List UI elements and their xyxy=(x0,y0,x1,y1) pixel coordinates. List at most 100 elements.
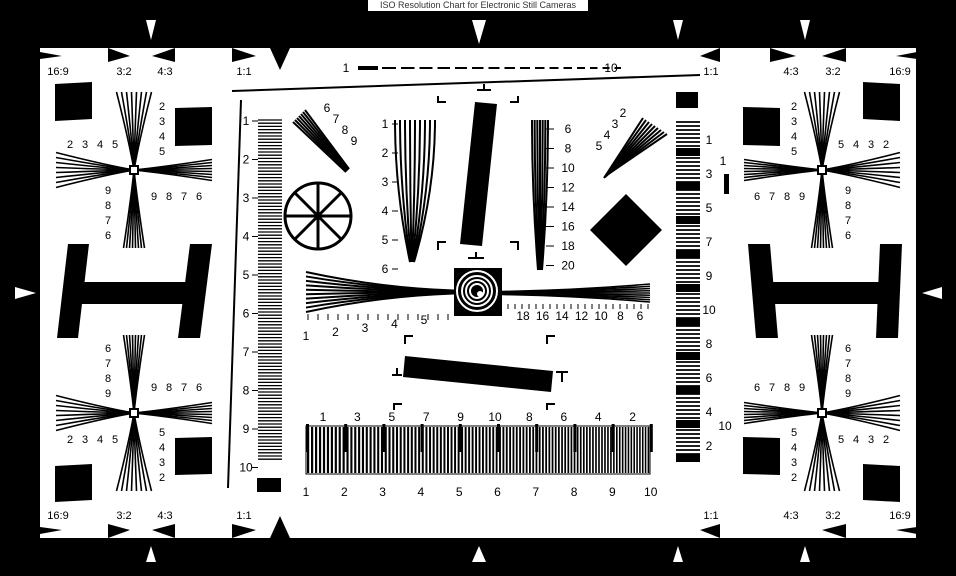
slanted-edge-top xyxy=(231,74,701,92)
target-center xyxy=(817,165,827,175)
vertical-fan-right xyxy=(531,119,549,271)
fan-number: 10 xyxy=(561,161,575,175)
ladder-block xyxy=(676,148,700,156)
block-marker xyxy=(497,424,500,452)
block-bar xyxy=(630,427,633,473)
target-number: 9 xyxy=(105,388,111,400)
target-number: 2 xyxy=(159,472,165,484)
block-bar xyxy=(384,427,387,473)
block-bar xyxy=(439,427,442,473)
target-number: 3 xyxy=(868,434,874,446)
zone-ring xyxy=(461,275,493,307)
target-number: 5 xyxy=(791,427,797,439)
block-bar xyxy=(380,427,384,473)
frame-right xyxy=(916,0,956,576)
scale-dash xyxy=(488,67,500,69)
block-bar xyxy=(461,427,464,473)
block-marker xyxy=(573,424,577,452)
scale-dash xyxy=(455,67,467,69)
block-bar xyxy=(621,427,624,473)
block-bar xyxy=(392,427,395,473)
ladder-number: 5 xyxy=(706,201,713,215)
fan-line xyxy=(300,113,349,171)
ratio-label: 3:2 xyxy=(116,510,131,522)
target-number: 3 xyxy=(159,457,165,469)
target-number: 3 xyxy=(791,457,797,469)
target-number: 3 xyxy=(82,139,88,151)
block-number: 9 xyxy=(457,410,464,424)
block-bar xyxy=(604,427,606,473)
block-bar xyxy=(647,427,650,473)
block-bar xyxy=(354,427,357,473)
top-scale-start: 1 xyxy=(343,61,350,75)
block-bar xyxy=(485,427,488,473)
block-number: 6 xyxy=(560,410,567,424)
ladder-block xyxy=(676,182,700,190)
fan-number: 6 xyxy=(565,122,572,136)
target-number: 4 xyxy=(97,139,103,151)
block-bar xyxy=(641,427,644,473)
block-bar xyxy=(410,427,413,473)
block-number: 8 xyxy=(526,410,533,424)
block-bar xyxy=(418,427,421,473)
ladder-block xyxy=(676,216,700,224)
block-bar xyxy=(505,427,508,473)
block-bar xyxy=(482,427,484,473)
ratio-label: 16:9 xyxy=(889,66,910,78)
ladder-number: 4 xyxy=(243,230,250,244)
block-bar xyxy=(388,427,391,473)
fan-number: 5 xyxy=(382,233,389,247)
fan-number: 1 xyxy=(382,117,389,131)
block-marker xyxy=(382,424,386,452)
fan-number: 2 xyxy=(620,106,627,120)
fan-line xyxy=(821,334,834,414)
fan-number: 3 xyxy=(382,175,389,189)
ladder-number: 8 xyxy=(706,337,713,351)
fan-line xyxy=(606,133,668,176)
block-bar xyxy=(488,427,491,473)
scale-dash xyxy=(472,67,484,69)
block-bar xyxy=(644,427,647,473)
slanted-bar-horizontal xyxy=(403,356,553,392)
block-bar xyxy=(502,427,505,473)
block-number: 3 xyxy=(354,410,361,424)
fan-number: 16 xyxy=(561,220,575,234)
fan-line xyxy=(821,91,841,171)
block-number: 1 xyxy=(320,410,327,424)
scale-dash xyxy=(602,67,610,69)
target-number: 3 xyxy=(868,139,874,151)
scale-number: 6 xyxy=(637,309,644,323)
fan-line xyxy=(412,119,431,263)
ladder-block xyxy=(676,318,700,326)
scale-dash xyxy=(382,67,396,69)
ladder-number: 1 xyxy=(706,133,713,147)
target-number: 9 xyxy=(151,191,157,203)
fan-line xyxy=(821,412,841,492)
fan-line xyxy=(411,119,416,263)
fan-line xyxy=(133,412,153,492)
scale-number: 3 xyxy=(379,485,386,499)
ladder-block xyxy=(676,454,700,462)
block-bar xyxy=(365,427,368,473)
scale-number: 2 xyxy=(341,485,348,499)
block-bar xyxy=(616,427,618,473)
ladder-number: 5 xyxy=(243,268,250,282)
block-bar xyxy=(576,427,579,473)
ratio-label: 1:1 xyxy=(703,66,718,78)
fan-line xyxy=(539,119,544,271)
block-bar xyxy=(425,427,428,473)
block-marker xyxy=(420,424,424,452)
fan-line xyxy=(133,169,146,249)
fan-line xyxy=(55,169,135,189)
target-number: 6 xyxy=(196,191,202,203)
block-bar xyxy=(558,427,560,473)
target-number: 9 xyxy=(151,382,157,394)
target-number: 4 xyxy=(791,131,797,143)
ladder-number: 4 xyxy=(706,405,713,419)
block-bar xyxy=(567,427,570,473)
block-bar xyxy=(564,427,567,473)
